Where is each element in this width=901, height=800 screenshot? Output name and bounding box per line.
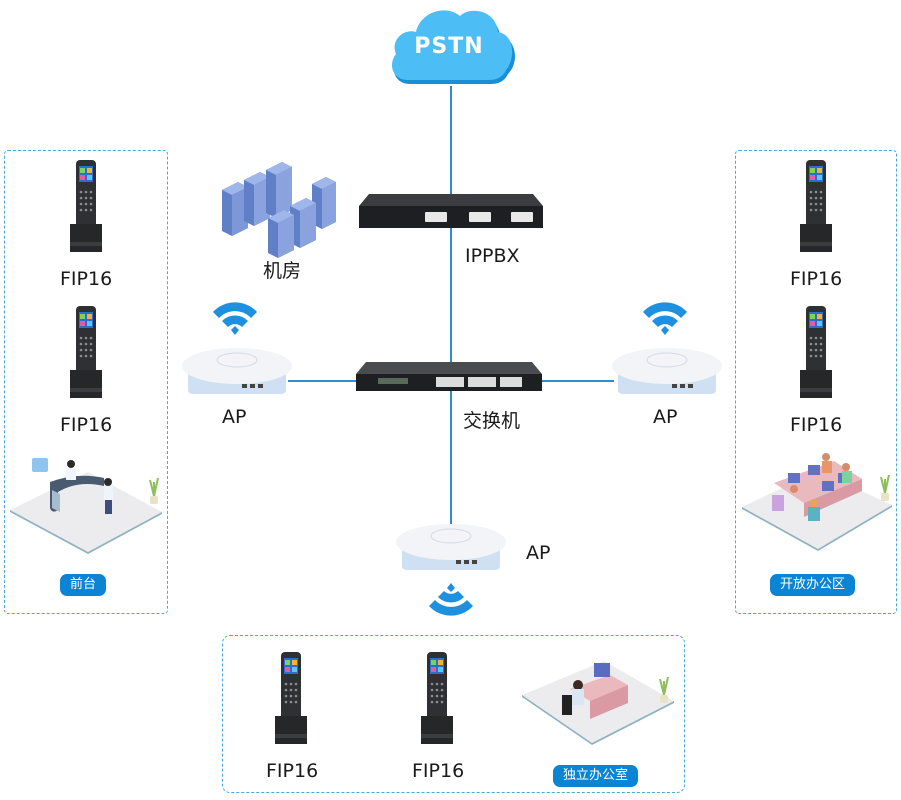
link-pstn-to-switch bbox=[450, 86, 452, 376]
fip16-phone-icon bbox=[273, 652, 309, 748]
phone-label: FIP16 bbox=[60, 414, 113, 436]
zone-open-office bbox=[735, 150, 897, 614]
wifi-icon bbox=[643, 302, 687, 335]
open-office-illustration bbox=[738, 445, 896, 557]
fip16-phone-icon bbox=[68, 160, 104, 256]
phone-label: FIP16 bbox=[790, 414, 843, 436]
phone-label: FIP16 bbox=[60, 268, 113, 290]
right-ap-label: AP bbox=[653, 406, 678, 428]
ippbx-device bbox=[359, 192, 543, 230]
link-left-ap-to-switch bbox=[288, 380, 358, 382]
phone-label: FIP16 bbox=[266, 760, 319, 782]
access-point-icon bbox=[612, 348, 722, 394]
access-point-icon bbox=[396, 524, 506, 570]
left-ap bbox=[182, 298, 292, 408]
fip16-phone-icon bbox=[68, 306, 104, 402]
fip16-phone-icon bbox=[419, 652, 455, 748]
fip16-phone-icon bbox=[798, 306, 834, 402]
ippbx-label: IPPBX bbox=[465, 245, 520, 267]
phone-label: FIP16 bbox=[790, 268, 843, 290]
link-switch-to-bottom-ap bbox=[450, 390, 452, 525]
private-office-badge: 独立办公室 bbox=[553, 765, 639, 787]
bottom-ap-label: AP bbox=[526, 542, 551, 564]
open-office-badge: 开放办公区 bbox=[770, 574, 856, 596]
access-point-icon bbox=[182, 348, 292, 394]
front-desk-badge: 前台 bbox=[60, 574, 107, 596]
link-switch-to-right-ap bbox=[542, 380, 614, 382]
bottom-ap bbox=[396, 520, 506, 620]
ippbx-ports bbox=[425, 212, 533, 222]
switch-device bbox=[356, 362, 542, 392]
pstn-label: PSTN bbox=[414, 34, 484, 59]
phone-label: FIP16 bbox=[412, 760, 465, 782]
left-ap-label: AP bbox=[222, 406, 247, 428]
switch-label: 交换机 bbox=[463, 410, 521, 432]
private-office-illustration bbox=[518, 655, 678, 755]
pstn-cloud: PSTN bbox=[388, 4, 518, 88]
zone-private-office bbox=[222, 635, 685, 793]
cloud-icon bbox=[392, 10, 515, 85]
front-desk-illustration bbox=[8, 452, 163, 557]
right-ap bbox=[612, 298, 722, 408]
wifi-icon bbox=[429, 583, 473, 616]
zone-front-desk bbox=[4, 150, 168, 614]
wifi-icon bbox=[213, 302, 257, 335]
fip16-phone-icon bbox=[798, 160, 834, 256]
server-room-label: 机房 bbox=[263, 260, 302, 282]
server-room-icon bbox=[218, 160, 343, 258]
